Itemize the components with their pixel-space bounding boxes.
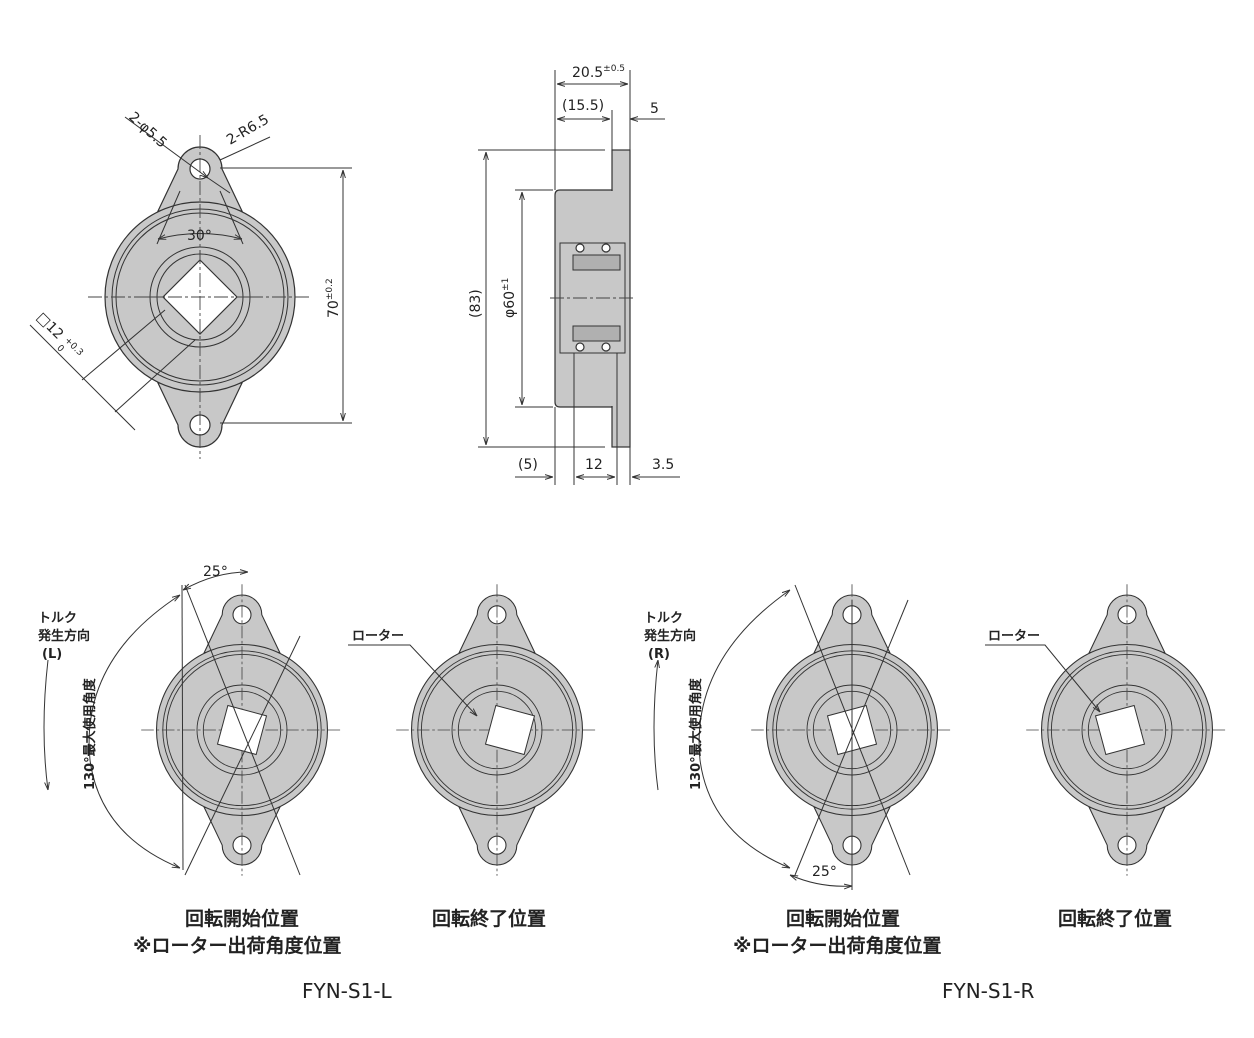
torque-label: トルク (644, 611, 683, 626)
offset-left: (5) (518, 457, 538, 473)
rotor-width: 12 (585, 457, 603, 473)
diameter-label: φ60±1 (501, 278, 518, 318)
torque-label: 発生方向 (37, 628, 90, 644)
side-view: 20.5±0.5 (15.5) 5 (83) φ60±1 (5) 12 3.5 (468, 64, 680, 485)
angle-label: 30° (187, 228, 212, 244)
hole-label: 2-φ5.5 (125, 109, 169, 151)
model-r: 25° トルク 発生方向 (R) 130°最大使用角度 ローター 回転開始位置 … (643, 583, 1229, 1003)
width-total: 20.5±0.5 (572, 64, 625, 81)
rotor-label: ローター (988, 629, 1040, 644)
model-name: FYN-S1-L (302, 979, 393, 1003)
start-angle: 25° (812, 864, 837, 880)
start-caption: 回転開始位置 (786, 907, 900, 930)
start-angle: 25° (203, 564, 228, 580)
square-tol-lower: 0 (54, 343, 65, 354)
width-flange: 5 (650, 101, 659, 117)
end-caption: 回転終了位置 (432, 907, 546, 930)
model-name: FYN-S1-R (942, 979, 1035, 1003)
offset-right: 3.5 (652, 457, 674, 473)
end-caption: 回転終了位置 (1058, 907, 1172, 930)
width-body: (15.5) (562, 98, 604, 114)
square-label: □12 (33, 310, 66, 343)
height-label: 70±0.2 (325, 278, 342, 318)
top-view: 2-φ5.5 2-R6.5 30° 70±0.2 □12 +0.3 0 (29, 109, 352, 460)
rotor-label: ローター (352, 629, 404, 644)
torque-label: (R) (648, 647, 670, 662)
torque-label: (L) (42, 647, 62, 662)
max-angle-label: 130°最大使用角度 (688, 677, 704, 790)
model-l: 25° トルク 発生方向 (L) 130°最大使用角度 ローター 回転開始位置 … (37, 564, 599, 1003)
start-note: ※ローター出荷角度位置 (733, 934, 941, 957)
start-note: ※ローター出荷角度位置 (133, 934, 341, 957)
start-caption: 回転開始位置 (185, 907, 299, 930)
torque-label: トルク (38, 611, 77, 626)
max-angle-label: 130°最大使用角度 (82, 677, 98, 790)
height-total: (83) (468, 289, 484, 318)
radius-label: 2-R6.5 (224, 112, 272, 149)
torque-label: 発生方向 (643, 628, 696, 644)
